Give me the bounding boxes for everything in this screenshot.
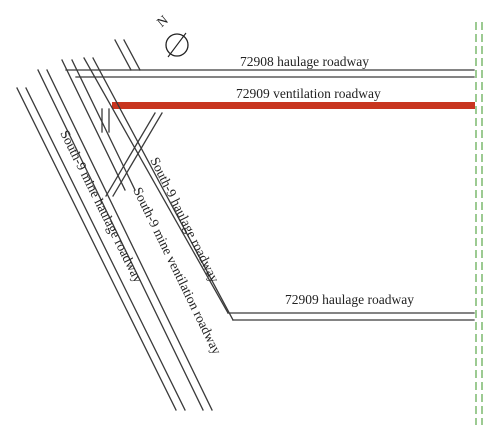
south9-mine-haulage-roadway	[16, 87, 186, 411]
south9-mine-haulage-line-b	[25, 87, 186, 411]
connecting-roadway-upper	[114, 39, 141, 71]
short-connector	[101, 108, 110, 133]
roadway-72908-haulage	[65, 69, 475, 78]
label-72909-ventilation: 72909 ventilation roadway	[236, 86, 381, 101]
cross-connection-diagonal	[105, 112, 163, 197]
north-arrow-circle	[165, 33, 189, 57]
north-arrow-label: N	[154, 12, 171, 30]
working-face-boundary	[475, 22, 483, 425]
south9-haulage-line-b	[92, 57, 234, 321]
south9-mine-haulage-line-a	[16, 87, 177, 411]
label-72909-haulage: 72909 haulage roadway	[285, 292, 414, 307]
connecting-upper-line-a	[114, 39, 132, 71]
cross-connection-line-a	[105, 112, 156, 197]
north-arrow-icon: N	[154, 12, 189, 58]
south9-mine-ventilation-roadway	[37, 69, 213, 411]
connecting-upper-line-b	[123, 39, 141, 71]
inner-roadway-line-b	[71, 59, 136, 191]
label-72908-haulage: 72908 haulage roadway	[240, 54, 369, 69]
roadway-72909-haulage	[227, 312, 475, 321]
inner-roadway-line-a	[61, 59, 126, 191]
south9-inner-roadway	[61, 59, 136, 191]
south9-haulage-roadway	[83, 57, 234, 321]
south9-mine-ventilation-line-b	[46, 69, 213, 411]
south9-haulage-line-a	[83, 57, 229, 314]
cross-connection-line-b	[112, 112, 163, 197]
roadway-72909-ventilation	[112, 102, 475, 109]
south9-mine-ventilation-line-a	[37, 69, 204, 411]
north-arrow-shaft	[167, 32, 187, 58]
